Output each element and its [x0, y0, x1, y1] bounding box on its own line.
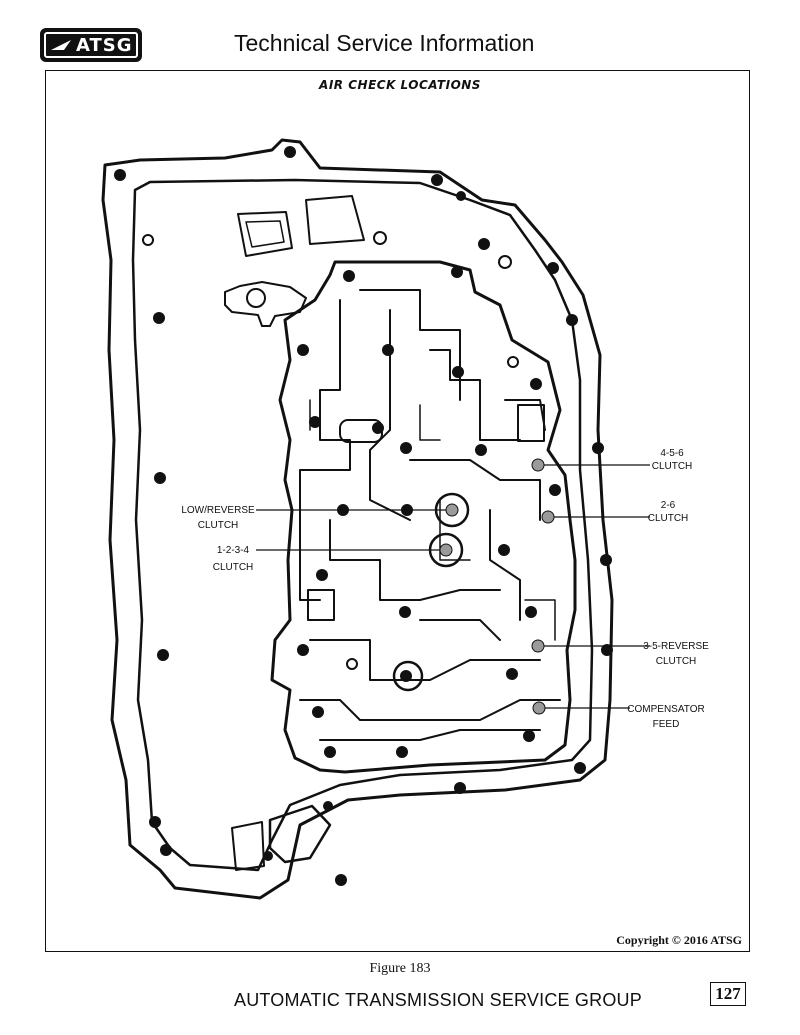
atsg-logo: ATSG	[40, 28, 142, 62]
label-4-5-6-line1: 4-5-6	[660, 448, 684, 459]
valve-body-outline	[270, 260, 577, 774]
label-3-5-reverse-line1: 3-5-REVERSE	[643, 641, 709, 652]
cover-plate-right	[305, 195, 365, 245]
label-1-2-3-4-line1: 1-2-3-4	[217, 545, 250, 556]
case-outline-inner	[131, 178, 594, 872]
label-low-reverse-line2: CLUTCH	[198, 520, 239, 531]
copyright-notice: Copyright © 2016 ATSG	[616, 933, 742, 947]
figure-caption: Figure 183	[369, 961, 431, 976]
case-outline-outer	[101, 138, 614, 900]
port-2-6-clutch	[541, 510, 555, 524]
label-3-5-reverse-line2: CLUTCH	[656, 656, 697, 667]
label-low-reverse-line1: LOW/REVERSE	[181, 505, 255, 516]
port-3-5-reverse-clutch	[531, 639, 545, 653]
figure-frame	[45, 70, 750, 952]
figure-heading: AIR CHECK LOCATIONS	[319, 78, 481, 92]
port-1-2-3-4-clutch	[439, 543, 453, 557]
sensor-bracket	[224, 281, 307, 327]
plane-icon	[51, 40, 71, 50]
logo-text: ATSG	[76, 34, 133, 56]
page-title: Technical Service Information	[234, 30, 535, 56]
label-2-6-line1: 2-6	[661, 500, 676, 511]
label-4-5-6-line2: CLUTCH	[652, 461, 693, 472]
label-compensator-line2: FEED	[653, 719, 680, 730]
label-1-2-3-4-line2: CLUTCH	[213, 562, 254, 573]
port-low-reverse-clutch	[445, 503, 459, 517]
filter-pocket	[268, 804, 332, 864]
bolt-holes	[114, 146, 613, 886]
page-number: 127	[710, 982, 746, 1006]
label-2-6-line2: CLUTCH	[648, 513, 689, 524]
footer-text: AUTOMATIC TRANSMISSION SERVICE GROUP	[234, 990, 642, 1010]
cover-plate-left	[237, 211, 293, 257]
port-4-5-6-clutch	[531, 458, 545, 472]
port-compensator-feed	[532, 701, 546, 715]
label-compensator-line1: COMPENSATOR	[627, 704, 704, 715]
